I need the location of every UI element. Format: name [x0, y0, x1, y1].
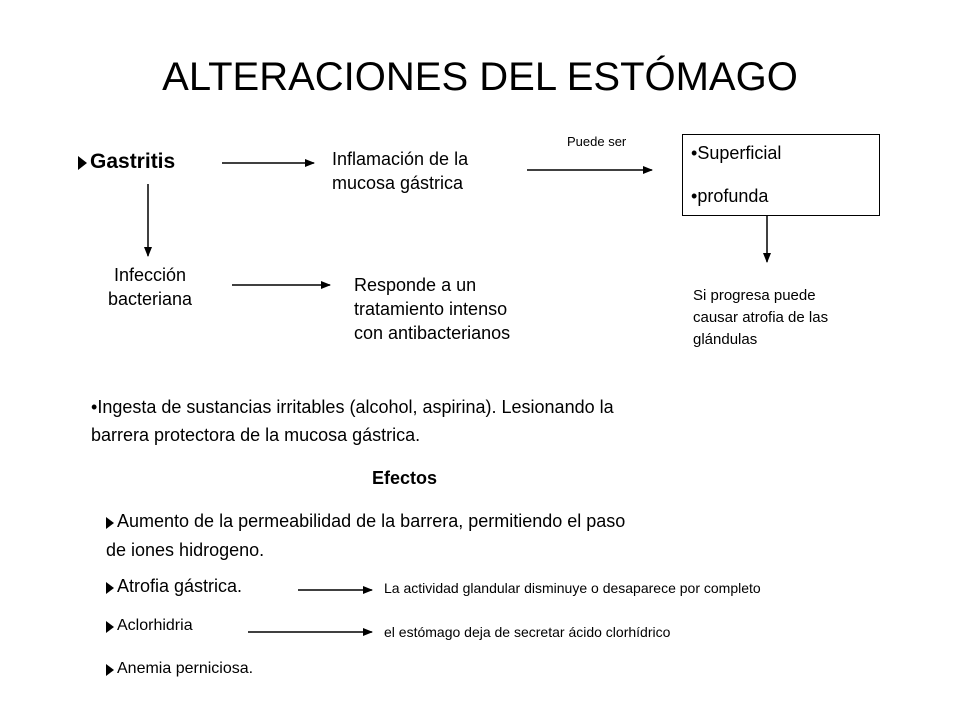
tipo-profunda: profunda — [691, 186, 768, 207]
arrow-bullet-icon — [106, 581, 114, 594]
arrow-bullet-icon — [106, 664, 114, 676]
aclorhidria-desc: el estómago deja de secretar ácido clorh… — [384, 624, 671, 640]
efecto-anemia: Anemia perniciosa. — [106, 660, 253, 678]
page-title: ALTERACIONES DEL ESTÓMAGO — [162, 55, 798, 99]
responde-text: Responde a un tratamiento intenso con an… — [354, 275, 511, 343]
efectos-title: Efectos — [372, 468, 438, 488]
arrow-bullet-icon — [78, 156, 87, 170]
efecto-permeabilidad: Aumento de la permeabilidad de la barrer… — [106, 511, 626, 560]
arrow-bullet-icon — [106, 621, 114, 633]
inflamacion-text: Inflamación de la mucosa gástrica — [332, 149, 469, 193]
gastritis-heading: Gastritis — [78, 150, 175, 174]
puede-ser-label: Puede ser — [567, 134, 627, 149]
progresa-text: Si progresa puede causar atrofia de las … — [693, 287, 829, 348]
atrofia-desc: La actividad glandular disminuye o desap… — [384, 580, 761, 596]
tipos-box: Superficial profunda — [682, 134, 880, 216]
efecto-aclorhidria: Aclorhidria — [106, 617, 193, 635]
tipo-superficial: Superficial — [691, 143, 781, 164]
efecto-atrofia: Atrofia gástrica. — [106, 576, 242, 597]
gastritis-label: Gastritis — [90, 150, 176, 173]
infeccion-text: Infección bacteriana — [107, 265, 193, 309]
ingesta-text: Ingesta de sustancias irritables (alcoho… — [91, 393, 614, 449]
arrow-bullet-icon — [106, 516, 114, 529]
